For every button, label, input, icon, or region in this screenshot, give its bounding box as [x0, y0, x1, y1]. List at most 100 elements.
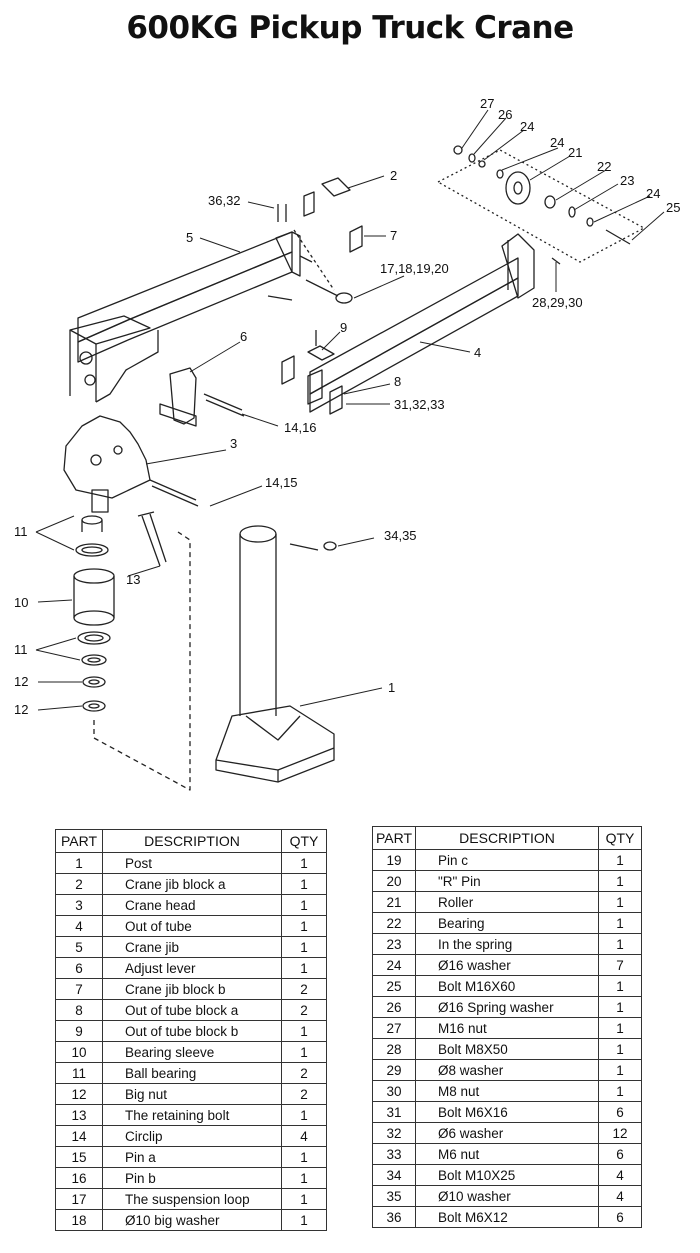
description-cell: Ø10 big washer	[102, 1209, 282, 1231]
callout-12a: 12	[14, 674, 28, 689]
crane-jib-block-a-part	[303, 177, 351, 217]
callout-14-16: 14,16	[284, 420, 317, 435]
table-header-row: PART DESCRIPTION QTY	[372, 826, 642, 850]
description-cell: Bearing	[415, 912, 599, 934]
quantity-cell: 1	[281, 873, 327, 895]
part-number-cell: 20	[372, 870, 416, 892]
description-cell: Crane head	[102, 894, 282, 916]
quantity-cell: 1	[281, 894, 327, 916]
crane-head-part	[63, 415, 199, 513]
callout-24c: 24	[646, 186, 660, 201]
assembly-guide-lines	[93, 531, 191, 791]
quantity-cell: 4	[281, 1125, 327, 1147]
callout-4: 4	[474, 345, 481, 360]
quantity-cell: 2	[281, 978, 327, 1000]
quantity-cell: 4	[598, 1185, 642, 1207]
crane-jib-part	[69, 229, 335, 403]
description-cell: Ø8 washer	[415, 1059, 599, 1081]
quantity-cell: 1	[281, 1188, 327, 1210]
exploded-diagram: 27 26 24 24 21 22 23 24 25 2 36,32 7 5 1…	[14, 96, 680, 791]
description-cell: M6 nut	[415, 1143, 599, 1165]
quantity-cell: 1	[281, 1041, 327, 1063]
part-number-cell: 22	[372, 912, 416, 934]
callout-34-35: 34,35	[384, 528, 417, 543]
retaining-bolt-part	[137, 511, 167, 567]
quantity-cell: 1	[598, 849, 642, 871]
description-column-header: DESCRIPTION	[415, 826, 599, 850]
callout-11a: 11	[14, 524, 28, 539]
part-number-cell: 29	[372, 1059, 416, 1081]
description-cell: Roller	[415, 891, 599, 913]
callout-25: 25	[666, 200, 680, 215]
part-number-cell: 36	[372, 1206, 416, 1228]
adjust-lever-part	[159, 367, 245, 427]
quantity-cell: 1	[281, 852, 327, 874]
description-column-header: DESCRIPTION	[102, 829, 282, 853]
part-number-cell: 1	[55, 852, 103, 874]
crane-jib-block-b-part	[349, 225, 363, 253]
description-cell: Ø10 washer	[415, 1185, 599, 1207]
quantity-cell: 1	[281, 1146, 327, 1168]
part-number-cell: 5	[55, 936, 103, 958]
table-header-row: PART DESCRIPTION QTY	[55, 829, 327, 853]
description-cell: Ø16 washer	[415, 954, 599, 976]
suspension-loop-part	[267, 279, 353, 304]
quantity-cell: 1	[598, 912, 642, 934]
description-cell: In the spring	[415, 933, 599, 955]
callout-28-30: 28,29,30	[532, 295, 583, 310]
part-number-cell: 33	[372, 1143, 416, 1165]
description-cell: Out of tube block a	[102, 999, 282, 1021]
description-cell: Out of tube block b	[102, 1020, 282, 1042]
callout-labels: 27 26 24 24 21 22 23 24 25 2 36,32 7 5 1…	[14, 96, 680, 717]
quantity-cell: 1	[598, 933, 642, 955]
quantity-cell: 1	[281, 1020, 327, 1042]
quantity-cell: 1	[281, 957, 327, 979]
part-number-cell: 15	[55, 1146, 103, 1168]
callout-9: 9	[340, 320, 347, 335]
description-cell: The suspension loop	[102, 1188, 282, 1210]
description-cell: Big nut	[102, 1083, 282, 1105]
callout-11b: 11	[14, 642, 28, 657]
callout-14-15: 14,15	[265, 475, 298, 490]
part-number-cell: 6	[55, 957, 103, 979]
quantity-cell: 6	[598, 1143, 642, 1165]
quantity-cell: 4	[598, 1164, 642, 1186]
part-number-cell: 27	[372, 1017, 416, 1039]
quantity-cell: 2	[281, 1062, 327, 1084]
callout-17-20: 17,18,19,20	[380, 261, 449, 276]
out-of-tube-block-a-part	[281, 355, 343, 415]
part-number-cell: 17	[55, 1188, 103, 1210]
part-number-cell: 8	[55, 999, 103, 1021]
description-cell: Pin a	[102, 1146, 282, 1168]
callout-26: 26	[498, 107, 512, 122]
part-number-cell: 32	[372, 1122, 416, 1144]
quantity-cell: 6	[598, 1206, 642, 1228]
description-cell: Bolt M6X12	[415, 1206, 599, 1228]
post-part	[215, 525, 337, 783]
out-of-tube-block-b-part	[307, 330, 335, 361]
quantity-cell: 1	[598, 996, 642, 1018]
callout-7: 7	[390, 228, 397, 243]
